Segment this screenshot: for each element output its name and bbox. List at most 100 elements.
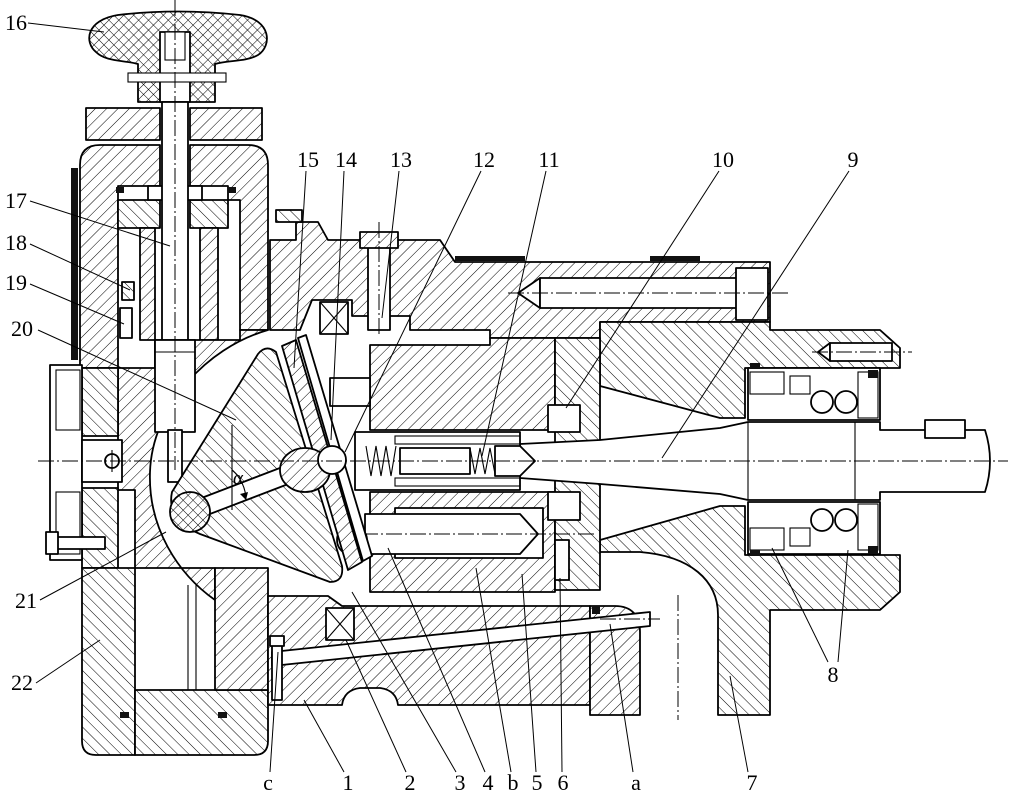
spring-12 <box>365 445 397 477</box>
leader-21 <box>39 531 167 601</box>
leader-c <box>269 651 279 773</box>
callout-labels: 16 15 14 13 12 11 10 9 17 18 19 20 21 22… <box>5 10 859 795</box>
seal-4 <box>218 712 227 718</box>
part-label-20: 20 <box>11 316 33 341</box>
slipper-upper <box>329 377 371 407</box>
element-19 <box>119 307 133 339</box>
port-label-a: a <box>631 770 641 795</box>
leader-8b <box>837 549 849 663</box>
leader-15 <box>293 170 307 369</box>
leader-5 <box>521 573 537 773</box>
leader-7 <box>729 675 749 773</box>
control-sleeve-left <box>139 227 156 341</box>
leader-16 <box>27 22 105 33</box>
bearing-lower-cage <box>789 527 811 547</box>
locating-pin <box>554 539 570 581</box>
housing-top-bolt-head <box>275 209 303 223</box>
part-label-19: 19 <box>5 270 27 295</box>
end-cap-upper <box>55 369 81 431</box>
leader-17 <box>29 200 171 247</box>
part-label-2: 2 <box>405 770 416 795</box>
spring-sleeve-bottom <box>394 477 521 487</box>
part-label-21: 21 <box>15 588 37 613</box>
top-plate-left <box>85 107 161 141</box>
cradle-bearing-lower-x2 <box>325 607 355 641</box>
leader-6 <box>559 577 563 773</box>
part-label-11: 11 <box>538 147 559 172</box>
leader-11 <box>481 170 547 457</box>
part-label-6: 6 <box>558 770 569 795</box>
leader-22 <box>35 639 101 684</box>
part-label-9: 9 <box>848 147 859 172</box>
leader-10 <box>565 170 720 409</box>
part-label-18: 18 <box>5 230 27 255</box>
cylinder-block-upper <box>369 337 556 431</box>
leader-1 <box>303 699 345 773</box>
housing-left-upper <box>81 367 119 437</box>
bearing-upper <box>747 367 881 421</box>
leader-20 <box>37 329 237 421</box>
part-label-12: 12 <box>473 147 495 172</box>
valve-port-lower <box>547 491 581 521</box>
front-flange-lower <box>599 505 901 716</box>
housing-top-plate-2 <box>650 256 700 261</box>
part-label-16: 16 <box>5 10 27 35</box>
bearing-lower-ball-2 <box>834 508 858 532</box>
cradle-bearing-lower <box>325 607 355 641</box>
leader-b <box>475 567 512 773</box>
part-label-15: 15 <box>297 147 319 172</box>
part-label-22: 22 <box>11 670 33 695</box>
cradle-bearing-upper-x2 <box>319 301 349 335</box>
bearing-lower-ball-1 <box>810 508 834 532</box>
alpha-arrow <box>240 492 248 500</box>
leader-4 <box>387 547 486 773</box>
angle-label-alpha: α <box>233 468 244 489</box>
part-label-5: 5 <box>532 770 543 795</box>
seal-5 <box>750 363 760 369</box>
leader-12 <box>344 170 482 453</box>
part-label-7: 7 <box>747 770 758 795</box>
plug-c-head <box>269 635 285 647</box>
control-sleeve-right <box>199 227 219 341</box>
leader-3 <box>351 591 457 773</box>
part-label-1: 1 <box>343 770 354 795</box>
leader-13 <box>381 170 400 319</box>
handwheel <box>88 10 268 103</box>
end-cap-body <box>49 364 83 561</box>
control-housing-left <box>79 144 161 369</box>
leader-19 <box>29 283 125 325</box>
housing-left-lower <box>81 487 119 569</box>
leader-18 <box>29 243 131 291</box>
ball-guide <box>317 445 347 475</box>
bearing-upper-ball-1 <box>810 390 834 414</box>
part-label-3: 3 <box>455 770 466 795</box>
leader-14 <box>330 170 345 441</box>
valve-port-upper <box>547 404 581 433</box>
bearing-upper-ball-2 <box>834 390 858 414</box>
bearing-lower <box>747 501 881 555</box>
part-label-14: 14 <box>335 147 357 172</box>
part-label-13: 13 <box>390 147 412 172</box>
swash-pin <box>169 491 211 533</box>
housing-top-plate-1 <box>455 256 525 261</box>
shaft-key <box>924 419 966 439</box>
handwheel-pin <box>127 72 227 83</box>
part-label-8: 8 <box>828 662 839 687</box>
leader-a <box>609 623 634 773</box>
leader-lines <box>27 22 850 773</box>
seal-9 <box>592 606 600 614</box>
control-nut-band-right <box>189 199 229 229</box>
bearing-upper-race <box>749 371 785 395</box>
control-nut-band-left <box>117 199 161 229</box>
leader-2 <box>345 639 407 773</box>
block-22-right <box>214 567 269 691</box>
port-label-c: c <box>263 770 273 795</box>
bearing-lower-race <box>749 527 785 551</box>
port-label-b: b <box>508 770 519 795</box>
part-label-17: 17 <box>5 188 27 213</box>
part-label-10: 10 <box>712 147 734 172</box>
seal-3 <box>120 712 129 718</box>
element-18 <box>121 281 135 301</box>
seal-6 <box>868 370 878 378</box>
